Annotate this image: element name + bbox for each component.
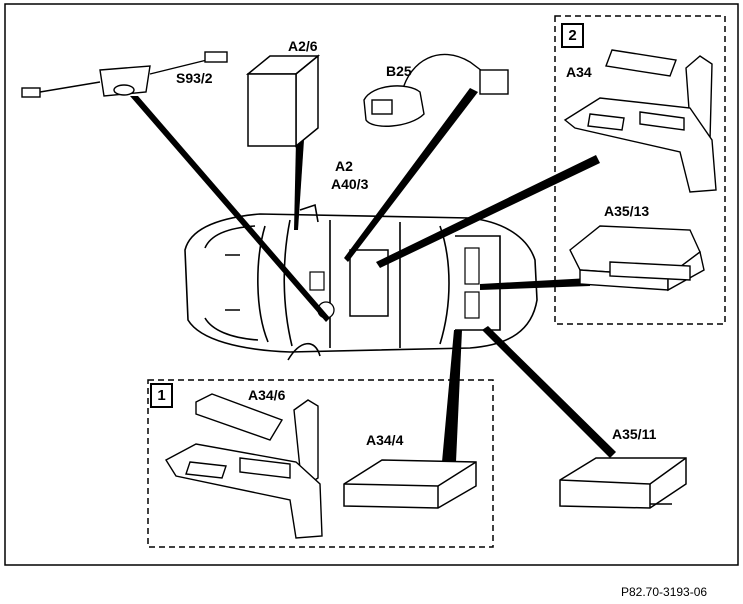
b25-sensor-drawing (363, 53, 509, 127)
a35-13-module-drawing (569, 225, 705, 292)
group-2-number: 2 (561, 23, 584, 48)
steering-switch-shape (309, 271, 325, 291)
group-2-box (554, 15, 726, 325)
rear-console-shape (464, 291, 480, 319)
a34-4-module-drawing (343, 459, 477, 509)
label-a34-6: A34/6 (248, 387, 286, 403)
vehicle-top-view (184, 203, 538, 361)
group-1-number: 1 (150, 383, 173, 408)
a2-6-module-drawing (245, 54, 321, 148)
label-a35-13: A35/13 (604, 203, 650, 219)
label-a2: A2 (335, 158, 353, 174)
label-a34: A34 (566, 64, 592, 80)
label-a35-11: A35/11 (612, 426, 657, 442)
a34-console-drawing (563, 49, 717, 193)
diagram-frame (4, 3, 739, 566)
pointer-lines (130, 88, 616, 462)
label-b25: B25 (386, 63, 412, 79)
group-1-box (147, 379, 494, 548)
label-s93-2: S93/2 (176, 70, 213, 86)
label-a40-3: A40/3 (331, 176, 369, 192)
s93-2-switch-drawing (21, 51, 228, 98)
a34-6-console-drawing (165, 393, 323, 539)
figure-reference: P82.70-3193-06 (621, 585, 708, 599)
center-console-shape (464, 247, 480, 285)
a35-11-module-drawing (559, 457, 687, 509)
label-a2-6: A2/6 (288, 38, 318, 54)
label-a34-4: A34/4 (366, 432, 404, 448)
